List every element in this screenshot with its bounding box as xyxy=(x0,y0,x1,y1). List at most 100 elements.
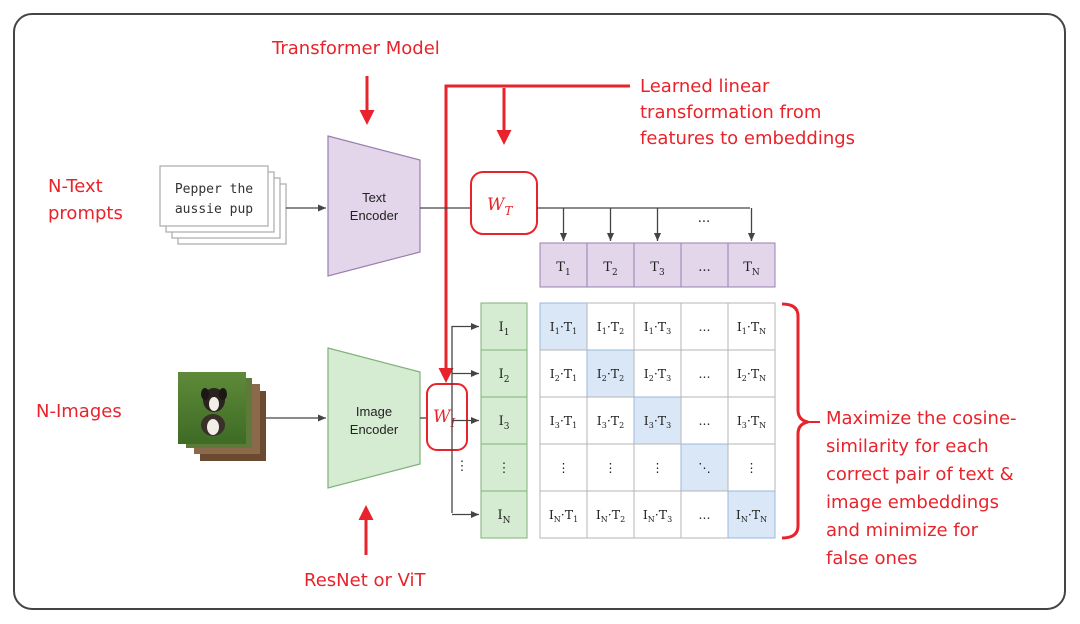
svg-text:and minimize for: and minimize for xyxy=(826,520,979,541)
image-embedding-cell: IN xyxy=(480,490,528,539)
image-encoder: Image Encoder xyxy=(327,347,421,489)
similarity-cell-label: I3·T2 xyxy=(597,413,624,430)
text-embedding-label: T2 xyxy=(603,260,617,278)
svg-text:image embeddings: image embeddings xyxy=(826,492,999,513)
image-embedding-arrows xyxy=(452,322,479,519)
similarity-matrix: I1·T1 I1·T2 I1·T3... I1·TN I2·T1 I2·T2 I2·T3..… xyxy=(539,302,776,539)
similarity-cell-label: IN·T1 xyxy=(549,507,578,524)
similarity-cell-label: I3·TN xyxy=(737,413,766,430)
svg-text:transformation from: transformation from xyxy=(640,102,821,123)
image-stack xyxy=(178,372,266,461)
text-embedding-cell: TN xyxy=(727,242,776,288)
similarity-cell-label: ⋮ xyxy=(745,460,758,475)
similarity-cell-label: I2·T3 xyxy=(644,366,671,383)
similarity-cell: ... xyxy=(680,490,729,539)
image-embedding-label: I1 xyxy=(499,320,510,338)
image-embedding-label: I3 xyxy=(499,414,510,432)
similarity-cell: IN·T2 xyxy=(586,490,635,539)
similarity-cell-label: ... xyxy=(699,366,711,381)
similarity-cell-diagonal: I1·T1 xyxy=(539,302,588,351)
similarity-cell-label: ⋮ xyxy=(557,460,570,475)
svg-text:false ones: false ones xyxy=(826,548,917,569)
similarity-cell-label: I1·TN xyxy=(737,319,766,336)
text-embedding-label: T3 xyxy=(650,260,665,278)
text-prompt-stack: Pepper the aussie pup xyxy=(159,165,287,245)
similarity-cell-label: IN·T2 xyxy=(596,507,625,524)
w-image-box: WI xyxy=(426,383,468,451)
similarity-cell: I1·T3 xyxy=(633,302,682,351)
similarity-cell-diagonal: ⋱ xyxy=(680,443,729,492)
side-dots: ⋮ xyxy=(456,459,469,474)
similarity-cell-label: I3·T3 xyxy=(644,413,671,430)
image-embedding-label: I2 xyxy=(499,367,510,385)
svg-text:Encoder: Encoder xyxy=(350,422,399,437)
maximize-label: Maximize the cosine- similarity for each… xyxy=(826,408,1017,569)
text-embedding-label: ... xyxy=(698,260,710,275)
similarity-cell: I2·T1 xyxy=(539,349,588,398)
similarity-cell-label: I3·T1 xyxy=(550,413,577,430)
similarity-cell: I2·TN xyxy=(727,349,776,398)
similarity-cell-label: IN·TN xyxy=(736,507,767,524)
similarity-cell-diagonal: IN·TN xyxy=(727,490,776,539)
svg-text:similarity for each: similarity for each xyxy=(826,436,989,457)
image-embedding-cell: ⋮ xyxy=(480,443,528,492)
similarity-cell-label: ⋮ xyxy=(651,460,664,475)
similarity-cell: ⋮ xyxy=(727,443,776,492)
similarity-cell-label: I1·T1 xyxy=(550,319,577,336)
resnet-vit-label: ResNet or ViT xyxy=(304,570,427,591)
similarity-cell-diagonal: I3·T3 xyxy=(633,396,682,445)
svg-text:Encoder: Encoder xyxy=(350,208,399,223)
image-embedding-label: ⋮ xyxy=(498,461,511,476)
image-embedding-cell: I3 xyxy=(480,396,528,445)
similarity-cell-label: ... xyxy=(699,319,711,334)
text-embedding-cell: ... xyxy=(680,242,729,288)
top-dots: ... xyxy=(698,211,710,226)
similarity-cell: IN·T3 xyxy=(633,490,682,539)
transformer-model-label: Transformer Model xyxy=(271,38,440,59)
text-embedding-cell: T3 xyxy=(633,242,682,288)
similarity-cell: ⋮ xyxy=(539,443,588,492)
image-encoder-shape xyxy=(327,347,421,489)
image-embedding-cell: I1 xyxy=(480,302,528,351)
svg-text:prompts: prompts xyxy=(48,203,123,224)
similarity-cell: I1·TN xyxy=(727,302,776,351)
similarity-cell-label: I2·TN xyxy=(737,366,766,383)
text-embedding-cell: T1 xyxy=(539,242,588,288)
similarity-cell-label: IN·T3 xyxy=(643,507,672,524)
similarity-cell-label: I2·T1 xyxy=(550,366,577,383)
image-embedding-label: IN xyxy=(497,508,510,526)
similarity-cell: ⋮ xyxy=(586,443,635,492)
similarity-cell-label: ... xyxy=(699,507,711,522)
n-text-label: N-Text prompts xyxy=(48,176,123,224)
svg-text:features to embeddings: features to embeddings xyxy=(640,128,855,149)
similarity-cell-label: ⋱ xyxy=(698,460,711,475)
text-encoder-shape xyxy=(327,135,421,277)
similarity-cell: ... xyxy=(680,396,729,445)
text-embedding-cell: T2 xyxy=(586,242,635,288)
prompt-line-1: Pepper the xyxy=(175,182,253,197)
learned-linear-label: Learned linear transformation from featu… xyxy=(640,76,855,149)
similarity-cell-label: I1·T3 xyxy=(644,319,671,336)
similarity-cell: I2·T3 xyxy=(633,349,682,398)
image-embedding-cell: I2 xyxy=(480,349,528,398)
similarity-cell: ... xyxy=(680,302,729,351)
similarity-cell: I3·TN xyxy=(727,396,776,445)
text-embedding-arrows xyxy=(559,208,756,241)
svg-text:WT: WT xyxy=(487,195,513,218)
similarity-cell-label: I2·T2 xyxy=(597,366,624,383)
similarity-cell: ⋮ xyxy=(633,443,682,492)
similarity-cell: I3·T1 xyxy=(539,396,588,445)
text-embedding-label: T1 xyxy=(556,260,570,278)
n-images-label: N-Images xyxy=(36,401,122,422)
similarity-cell: ... xyxy=(680,349,729,398)
similarity-cell-diagonal: I2·T2 xyxy=(586,349,635,398)
svg-text:Maximize the cosine-: Maximize the cosine- xyxy=(826,408,1017,429)
text-encoder: Text Encoder xyxy=(327,135,421,277)
similarity-cell: I3·T2 xyxy=(586,396,635,445)
svg-text:N-Text: N-Text xyxy=(48,176,103,197)
similarity-cell-label: ... xyxy=(699,413,711,428)
svg-text:Text: Text xyxy=(362,190,386,205)
similarity-cell: I1·T2 xyxy=(586,302,635,351)
learned-linear-connector xyxy=(438,84,630,383)
